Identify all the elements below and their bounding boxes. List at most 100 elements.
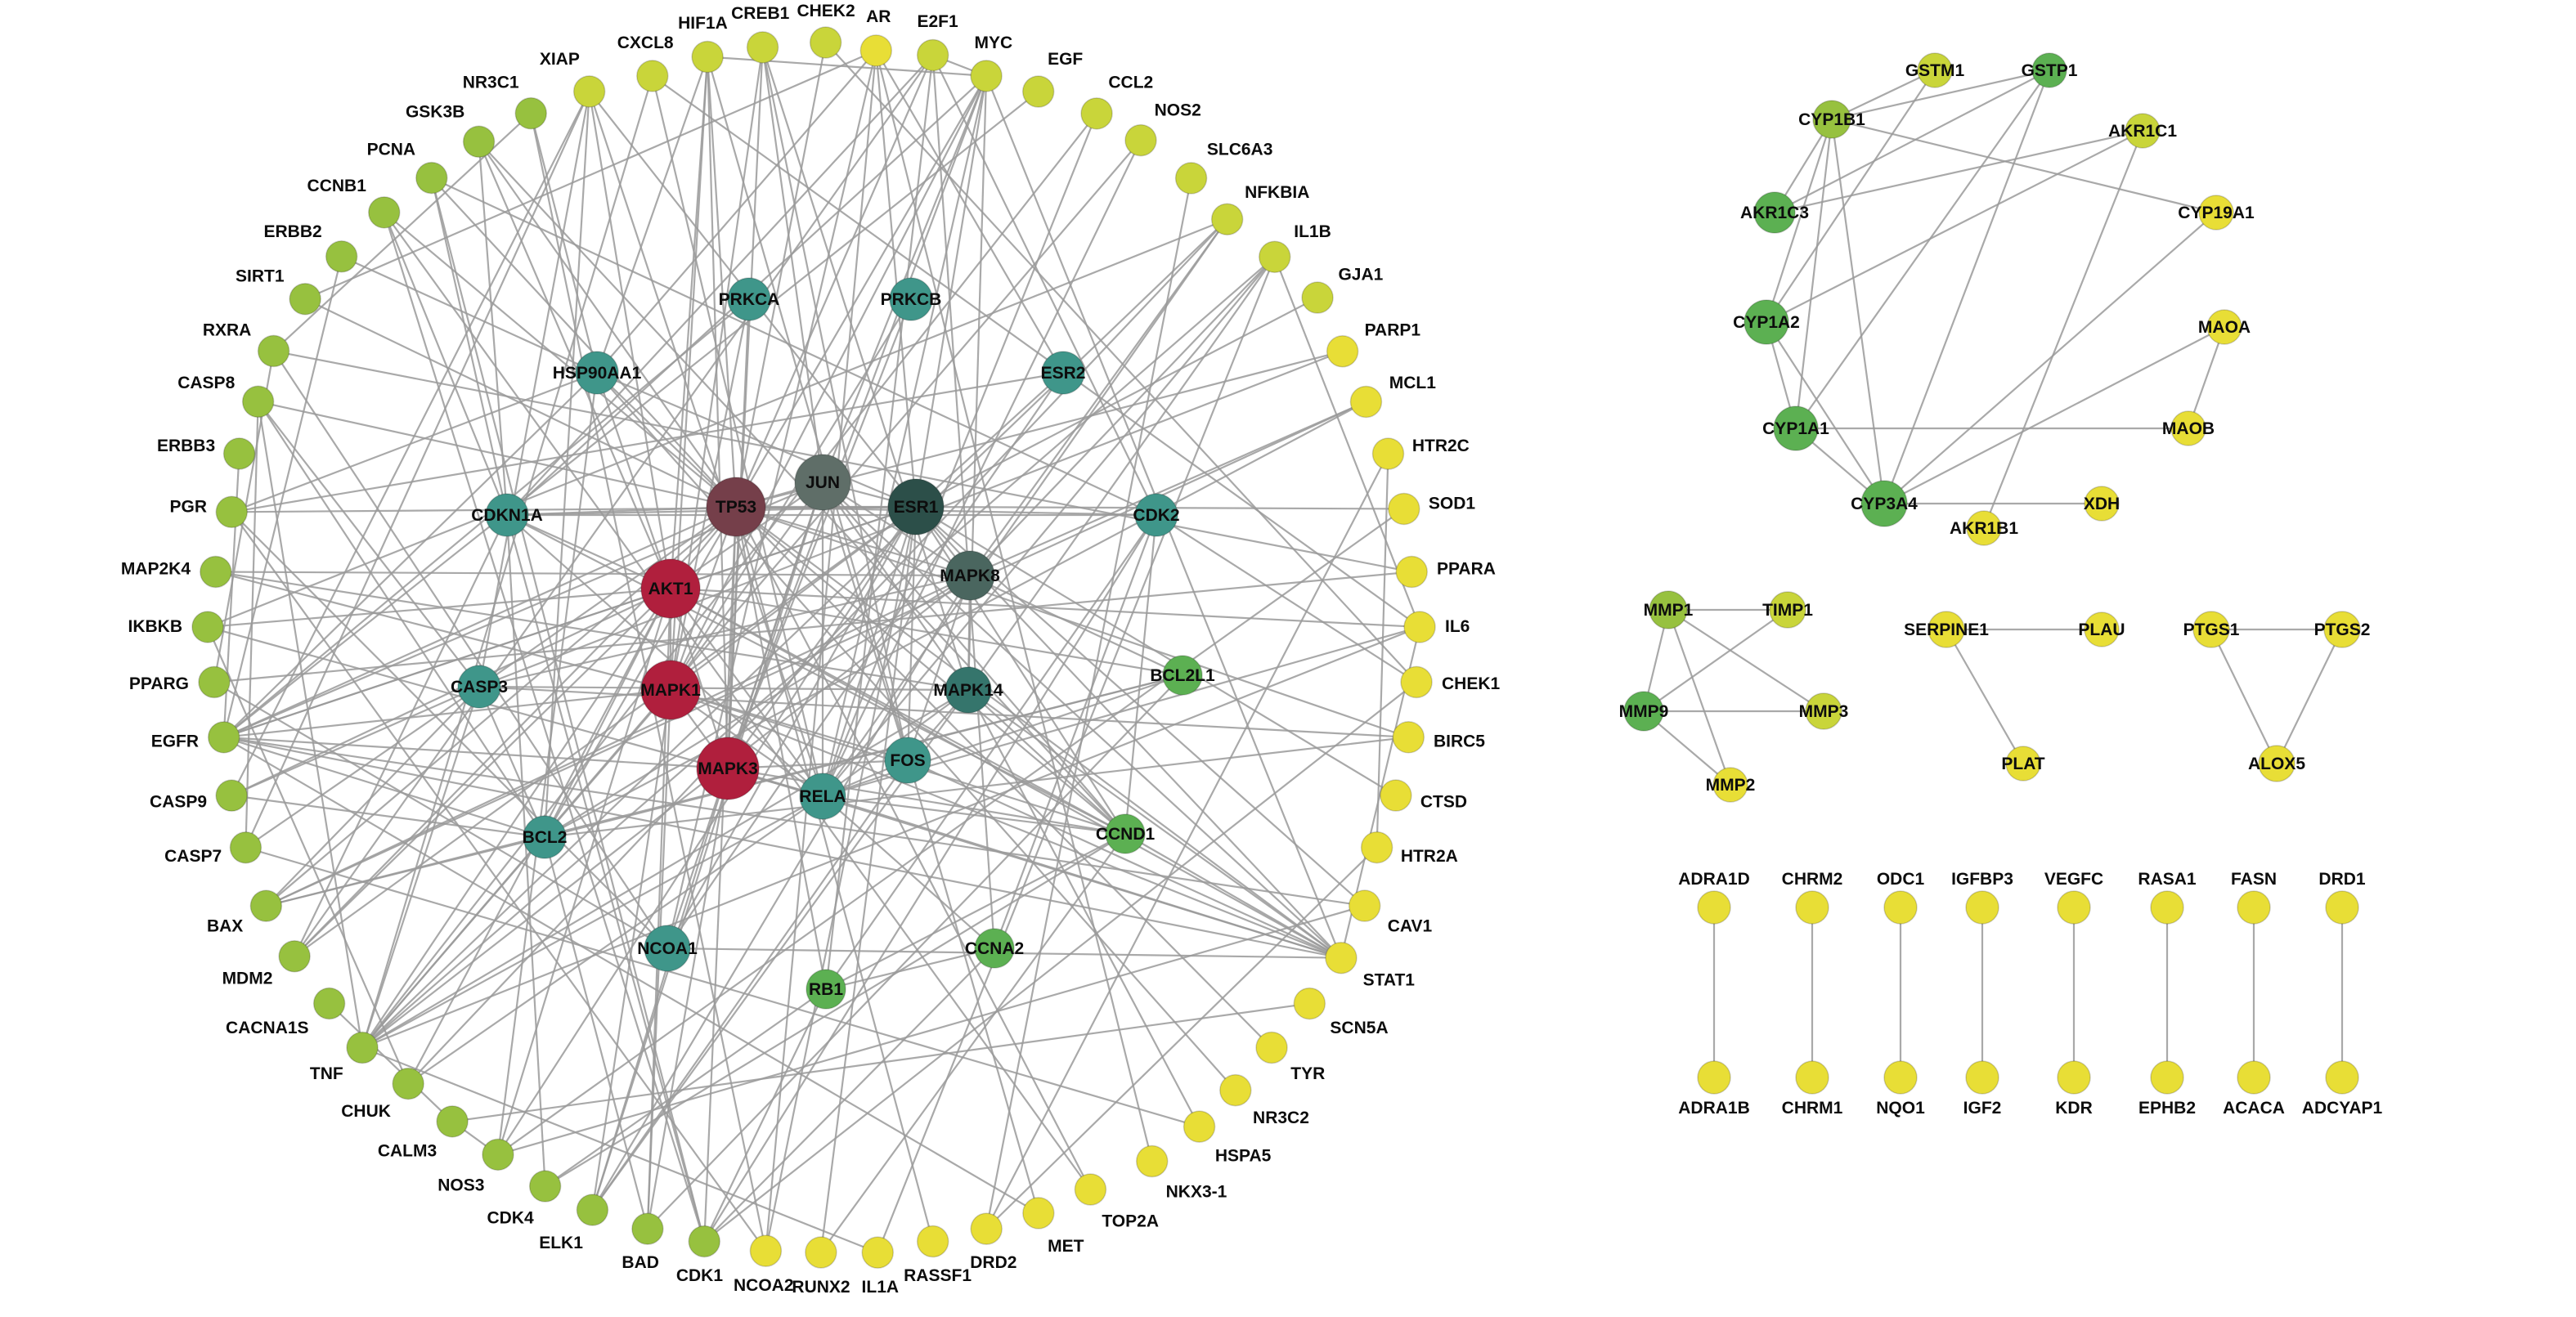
node-MDM2[interactable] (278, 940, 311, 973)
node-CALM3[interactable] (436, 1105, 469, 1138)
node-CAV1[interactable] (1348, 889, 1381, 922)
node-MYC[interactable] (970, 60, 1003, 92)
node-IGFBP3[interactable] (1965, 890, 1999, 925)
node-GSTM1[interactable] (1917, 52, 1953, 88)
node-CYP3A4[interactable] (1860, 480, 1908, 527)
node-GSK3B[interactable] (462, 125, 496, 159)
node-ESR1[interactable] (887, 478, 945, 535)
node-CCNA2[interactable] (974, 928, 1015, 969)
node-NKX3-1[interactable] (1135, 1145, 1169, 1178)
node-NFKBIA[interactable] (1210, 203, 1244, 235)
node-CHRM1[interactable] (1795, 1060, 1829, 1095)
node-CXCL8[interactable] (636, 60, 669, 92)
node-MAPK8[interactable] (945, 550, 995, 601)
node-MCL1[interactable] (1349, 385, 1383, 419)
node-VEGFC[interactable] (2057, 890, 2091, 925)
node-MAPK14[interactable] (945, 666, 992, 714)
node-SOD1[interactable] (1388, 492, 1420, 526)
node-CDK4[interactable] (528, 1170, 562, 1203)
node-ODC1[interactable] (1883, 890, 1918, 925)
node-ADCYAP1[interactable] (2325, 1060, 2359, 1095)
node-STAT1[interactable] (1325, 941, 1358, 974)
node-AKT1[interactable] (640, 558, 701, 619)
node-RASA1[interactable] (2150, 890, 2184, 925)
node-EGF[interactable] (1021, 75, 1055, 108)
node-PLAT[interactable] (2005, 746, 2041, 782)
node-MAP2K4[interactable] (200, 555, 232, 589)
node-TYR[interactable] (1255, 1031, 1288, 1064)
node-HSPA5[interactable] (1183, 1110, 1216, 1143)
node-ERBB2[interactable] (325, 240, 358, 273)
node-BCL2[interactable] (523, 815, 567, 859)
node-CASP7[interactable] (229, 831, 263, 864)
node-AKR1C1[interactable] (2125, 113, 2161, 149)
node-GSTP1[interactable] (2031, 52, 2067, 88)
node-BIRC5[interactable] (1392, 721, 1425, 754)
node-CHUK[interactable] (392, 1067, 424, 1100)
node-CHEK2[interactable] (809, 26, 842, 59)
node-PPARG[interactable] (198, 665, 231, 699)
node-NR3C1[interactable] (514, 96, 547, 130)
node-PTGS2[interactable] (2323, 611, 2361, 648)
node-MMP1[interactable] (1649, 590, 1688, 629)
node-CHEK1[interactable] (1400, 665, 1433, 699)
node-TOP2A[interactable] (1074, 1173, 1107, 1206)
node-MMP9[interactable] (1623, 691, 1664, 732)
node-NQO1[interactable] (1883, 1060, 1918, 1095)
node-IL1A[interactable] (861, 1236, 894, 1269)
node-BAD[interactable] (631, 1212, 664, 1245)
node-BAX[interactable] (249, 889, 283, 922)
node-RXRA[interactable] (257, 334, 290, 368)
node-PLAU[interactable] (2084, 611, 2120, 647)
node-E2F1[interactable] (916, 38, 949, 72)
node-CASP9[interactable] (215, 779, 248, 812)
node-CHRM2[interactable] (1795, 890, 1829, 925)
node-XIAP[interactable] (572, 75, 606, 108)
node-RB1[interactable] (806, 969, 846, 1010)
node-CCL2[interactable] (1080, 97, 1113, 130)
node-KDR[interactable] (2057, 1060, 2091, 1095)
node-MAPK1[interactable] (640, 660, 701, 720)
node-NR3C2[interactable] (1219, 1073, 1252, 1107)
node-CCND1[interactable] (1105, 813, 1146, 854)
node-RUNX2[interactable] (805, 1236, 837, 1269)
node-NOS2[interactable] (1124, 123, 1157, 157)
node-PTGS1[interactable] (2192, 611, 2230, 648)
node-EGFR[interactable] (207, 721, 240, 754)
node-FASN[interactable] (2237, 890, 2271, 925)
node-CYP1A2[interactable] (1744, 299, 1789, 345)
node-FOS[interactable] (884, 737, 931, 784)
node-JUN[interactable] (794, 454, 851, 511)
node-HIF1A[interactable] (691, 40, 724, 74)
node-CYP19A1[interactable] (2198, 195, 2234, 231)
node-AR[interactable] (859, 34, 893, 67)
node-XDH[interactable] (2084, 486, 2120, 522)
node-HSP90AA1[interactable] (575, 351, 619, 395)
node-RASSF1[interactable] (916, 1225, 949, 1258)
node-ADRA1D[interactable] (1697, 890, 1731, 925)
node-ADRA1B[interactable] (1697, 1060, 1731, 1095)
node-MAOA[interactable] (2206, 309, 2242, 345)
node-TNF[interactable] (346, 1031, 379, 1064)
node-PPARA[interactable] (1395, 555, 1428, 589)
node-RELA[interactable] (799, 773, 846, 820)
node-MAPK3[interactable] (696, 737, 760, 800)
node-TIMP1[interactable] (1769, 591, 1806, 629)
node-NCOA1[interactable] (644, 925, 691, 972)
node-DRD1[interactable] (2325, 890, 2359, 925)
node-BCL2L1[interactable] (1162, 655, 1203, 696)
node-IL6[interactable] (1403, 611, 1436, 643)
node-ALOX5[interactable] (2258, 745, 2296, 782)
node-CASP3[interactable] (457, 665, 501, 709)
node-MET[interactable] (1022, 1197, 1055, 1230)
node-TP53[interactable] (706, 477, 766, 537)
node-CACNA1S[interactable] (312, 987, 346, 1020)
node-CDK2[interactable] (1134, 493, 1178, 537)
node-PRKCA[interactable] (727, 277, 771, 321)
node-CASP8[interactable] (241, 385, 275, 419)
node-CREB1[interactable] (746, 31, 779, 64)
node-ESR2[interactable] (1041, 351, 1085, 395)
node-GJA1[interactable] (1301, 281, 1334, 314)
node-PRKCB[interactable] (889, 277, 933, 321)
node-AKR1C3[interactable] (1753, 191, 1796, 234)
